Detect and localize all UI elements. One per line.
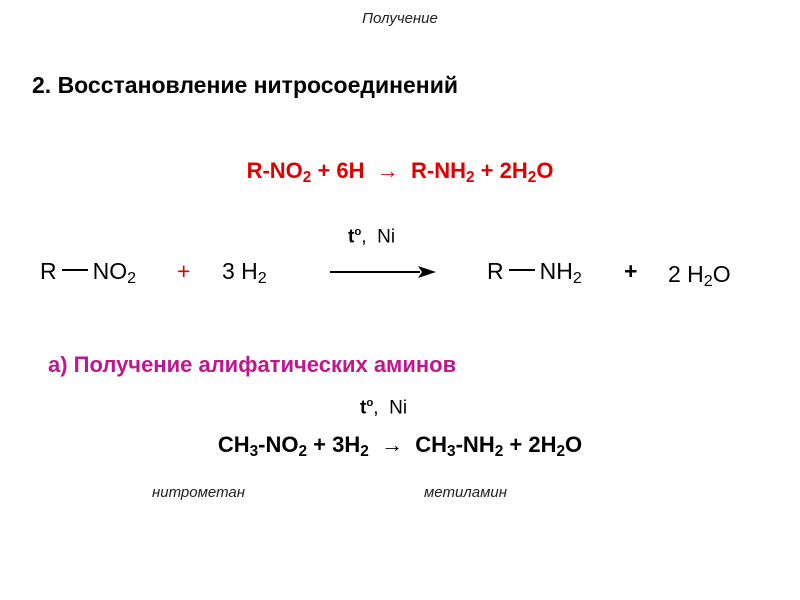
scheme-product-group: NH (539, 258, 573, 284)
ali-hydrogen-sub: 2 (360, 442, 369, 460)
aliphatic-condition-catalyst: , Ni (373, 397, 408, 419)
scheme-product-r: R (487, 258, 504, 284)
aliphatic-condition-degree: o (366, 397, 374, 409)
caption-nitromethane: нитрометан (152, 484, 245, 501)
ali-product-sub: 3 (447, 442, 456, 460)
scheme-condition: to, Ni (348, 226, 395, 248)
ali-reactant-group-sub: 2 (298, 442, 308, 460)
scheme-reactant-group: NO (92, 258, 128, 284)
scheme-water: 2 H2O (668, 261, 731, 291)
eq-arrow: → (376, 158, 399, 183)
scheme-reactant: R NO2 (40, 258, 137, 288)
ali-reactant-group: -NO (258, 432, 299, 457)
ali-reactant-sub: 3 (249, 442, 259, 460)
page-header: Получение (362, 10, 438, 27)
scheme-product: R NH2 (487, 258, 582, 288)
scheme-hydrogen-text: 3 H (222, 258, 258, 284)
ali-water-sub: 2 (556, 442, 566, 460)
scheme-hydrogen-sub: 2 (257, 269, 267, 288)
aliphatic-condition: to, Ni (360, 397, 407, 419)
scheme-reactant-r: R (40, 258, 57, 284)
scheme-water-sub: 2 (703, 272, 713, 291)
scheme-plus-2: + (624, 258, 638, 284)
eq-reactant: R-NO (246, 158, 303, 183)
ali-product: CH (415, 432, 448, 457)
scheme-condition-catalyst: , Ni (361, 226, 396, 248)
general-equation: R-NO2 + 6H → R-NH2 + 2H2O (0, 158, 800, 186)
scheme-water-o: O (712, 261, 731, 287)
ali-arrow: → (368, 432, 416, 457)
eq-water-sub: 2 (527, 168, 537, 186)
scheme-reactant-sub: 2 (127, 269, 137, 288)
eq-plus-water: + 2H (474, 158, 528, 183)
eq-reactant-sub: 2 (302, 168, 312, 186)
single-bond (508, 268, 535, 271)
scheme-water-text: 2 H (668, 261, 704, 287)
scheme-condition-t: t (348, 226, 355, 248)
aliphatic-condition-t: t (360, 397, 367, 419)
aliphatic-equation: CH3-NO2 + 3H2 → CH3-NH2 + 2H2O (0, 432, 800, 460)
eq-product-sub: 2 (465, 168, 475, 186)
eq-plus-hydrogen: + 6H (311, 158, 377, 183)
ali-product-group-sub: 2 (494, 442, 504, 460)
scheme-plus-1: + (177, 258, 191, 284)
aliphatic-amines-heading: а) Получение алифатических аминов (48, 352, 457, 377)
ali-plus-water: + 2H (503, 432, 557, 457)
scheme-hydrogen: 3 H2 (222, 258, 267, 288)
ali-reactant: CH (217, 432, 250, 457)
eq-water-o: O (536, 158, 554, 183)
ali-plus-hydrogen: + 3H (307, 432, 361, 457)
single-bond (61, 268, 88, 271)
ali-water-o: O (565, 432, 583, 457)
scheme-product-sub: 2 (572, 269, 582, 288)
eq-product: R-NH (398, 158, 466, 183)
caption-methylamine: метиламин (424, 484, 507, 501)
scheme-condition-degree: o (354, 226, 362, 238)
section-heading: 2. Восстановление нитросоединений (32, 72, 458, 98)
ali-product-group: -NH (455, 432, 495, 457)
reaction-arrow (330, 266, 436, 278)
